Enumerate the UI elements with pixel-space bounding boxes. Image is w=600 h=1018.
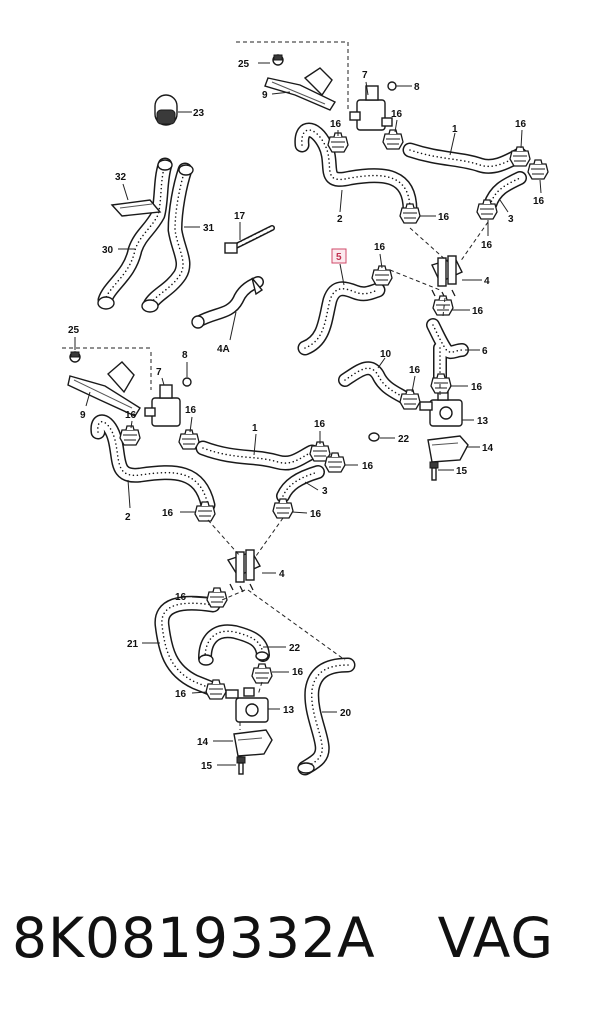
callout-13-low: 13 (283, 705, 295, 716)
callout-4a: 4A (217, 344, 230, 355)
bracket-9-top (264, 54, 337, 111)
callout-13-top: 13 (477, 416, 489, 427)
hose-1-top (402, 142, 528, 174)
callout-9-top: 9 (262, 90, 268, 101)
callout-31: 31 (203, 223, 215, 234)
valve-7-mid (144, 384, 181, 427)
callout-16-o: 16 (162, 508, 174, 519)
hose-1-mid (195, 440, 320, 471)
callout-17: 17 (234, 211, 246, 222)
plug-23 (154, 94, 178, 126)
callout-8-mid: 8 (182, 350, 188, 361)
callout-14-low: 14 (197, 737, 209, 748)
callout-16-d: 16 (533, 196, 545, 207)
assembly-lines (62, 41, 489, 730)
callout-8-top: 8 (414, 82, 420, 93)
cable-tie-17 (224, 225, 275, 254)
callout-3-top: 3 (508, 214, 514, 225)
callout-23: 23 (193, 108, 205, 119)
callout-16-m: 16 (314, 419, 326, 430)
callout-16-a: 16 (330, 119, 342, 130)
callout-4-top: 4 (484, 276, 490, 287)
callout-7-top: 7 (362, 70, 368, 81)
callout-16-k: 16 (125, 410, 137, 421)
pump-13-low (225, 687, 269, 723)
callout-16-h: 16 (472, 306, 484, 317)
hose-6 (426, 318, 469, 385)
hose-22 (198, 624, 270, 665)
hose-4a (192, 276, 264, 328)
callout-16-c: 16 (515, 119, 527, 130)
callout-16-j: 16 (471, 382, 483, 393)
callout-1-mid: 1 (252, 423, 258, 434)
hose-21 (154, 595, 221, 696)
callout-16-g: 16 (374, 242, 386, 253)
callout-4-mid: 4 (279, 569, 285, 580)
bracket-9-mid (67, 351, 141, 417)
part-number: 8K0819332A (12, 906, 376, 970)
callout-16-r: 16 (292, 667, 304, 678)
valve-7-top (349, 85, 393, 131)
callout-16-n: 16 (362, 461, 374, 472)
hose-3-top (483, 171, 527, 212)
callout-25-mid: 25 (68, 325, 80, 336)
callout-25-top: 25 (238, 59, 250, 70)
callout-21: 21 (127, 639, 139, 650)
parts-diagram: 25 9 23 7 8 16 16 1 16 16 2 16 3 16 32 3… (62, 41, 549, 776)
callout-6: 6 (482, 346, 488, 357)
callout-16-b: 16 (391, 109, 403, 120)
bracket-14-low (233, 729, 273, 757)
callout-9-mid: 9 (80, 410, 86, 421)
callout-16-f: 16 (481, 240, 493, 251)
bracket-14-top (427, 435, 469, 463)
connector-4-top (431, 255, 463, 299)
callout-32: 32 (115, 172, 127, 183)
pump-13-top (419, 391, 463, 427)
bolt-15-top (429, 461, 439, 481)
callout-16-q: 16 (175, 592, 187, 603)
callout-16-i: 16 (409, 365, 421, 376)
callout-1-top: 1 (452, 124, 458, 135)
callout-22-low: 22 (289, 643, 301, 654)
callout-15-low: 15 (201, 761, 213, 772)
callouts: 25 9 23 7 8 16 16 1 16 16 2 16 3 16 32 3… (68, 59, 545, 772)
hose-2-mid (90, 414, 216, 513)
hoses (90, 122, 528, 776)
callout-16-e: 16 (438, 212, 450, 223)
brand-label: VAG (437, 906, 555, 970)
clip-32 (110, 199, 162, 217)
callout-10: 10 (380, 349, 392, 360)
hose-2-top (294, 122, 418, 218)
hose-10 (338, 361, 412, 405)
hose-31 (142, 162, 193, 313)
callout-16-l: 16 (185, 405, 197, 416)
callout-7-mid: 7 (156, 367, 162, 378)
footer: 8K0819332A VAG (12, 898, 592, 978)
callout-30: 30 (102, 245, 114, 256)
hose-5 (297, 281, 386, 356)
callout-15-top: 15 (456, 466, 468, 477)
callout-14-top: 14 (482, 443, 494, 454)
callout-16-p: 16 (310, 509, 322, 520)
hose-3-mid (276, 465, 325, 503)
callout-2-top: 2 (337, 214, 343, 225)
callout-20: 20 (340, 708, 352, 719)
connector-4-mid (226, 549, 261, 593)
hose-20 (297, 657, 356, 776)
callout-3-mid: 3 (322, 486, 328, 497)
svg-text:5: 5 (336, 252, 342, 263)
components (67, 54, 469, 775)
callout-16-s: 16 (175, 689, 187, 700)
hose-30 (97, 157, 173, 308)
bolt-15-low (236, 756, 246, 775)
callout-2-mid: 2 (125, 512, 131, 523)
highlight-callout-5: 5 (331, 248, 347, 264)
callout-22-top: 22 (398, 434, 410, 445)
